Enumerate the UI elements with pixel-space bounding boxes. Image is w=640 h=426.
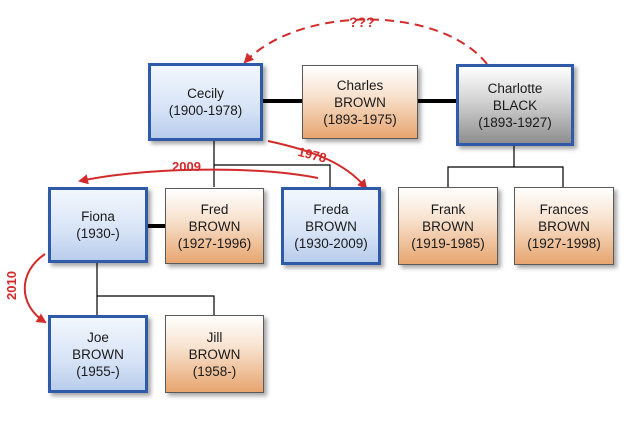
person-name: Charles [336, 77, 384, 93]
person-dates: (1955-) [76, 363, 120, 379]
person-box-fiona: Fiona (1930-) [48, 187, 148, 263]
person-box-charles: Charles BROWN (1893-1975) [302, 65, 418, 139]
person-box-jill: Jill BROWN (1958-) [165, 315, 264, 393]
person-dates: (1927-1996) [177, 235, 252, 251]
person-box-joe: Joe BROWN (1955-) [48, 315, 148, 393]
arrow-1978 [267, 140, 368, 190]
person-dates: (1927-1998) [527, 235, 601, 251]
person-name: Frances [539, 201, 589, 217]
person-dates: (1900-1978) [168, 103, 243, 118]
person-name: Jill [206, 329, 223, 345]
person-name: Charlotte [487, 80, 543, 96]
person-surname: BROWN [188, 346, 241, 362]
person-dates: (1930-2009) [294, 235, 368, 251]
person-dates: (1958-) [192, 363, 237, 379]
descent-line-fiona-children [96, 262, 215, 315]
person-box-fred: Fred BROWN (1927-1996) [165, 188, 264, 264]
person-surname: BROWN [72, 346, 124, 362]
person-name: Joe [87, 329, 109, 345]
person-surname: BROWN [334, 94, 386, 110]
unknown-relation-arrow [243, 18, 488, 65]
person-name: Frank [430, 201, 466, 217]
person-surname: BROWN [188, 218, 241, 234]
person-name: Fred [200, 201, 229, 217]
person-dates: (1930-) [76, 226, 120, 241]
person-surname: BROWN [305, 218, 357, 234]
person-name: Cecily [187, 86, 224, 101]
unknown-relation-label: ??? [349, 14, 375, 30]
person-box-frances: Frances BROWN (1927-1998) [514, 187, 614, 265]
year-2009-label: 2009 [172, 159, 201, 174]
person-dates: (1919-1985) [411, 235, 485, 251]
arrow-2009 [78, 168, 319, 185]
person-surname: BROWN [538, 218, 590, 234]
person-box-frank: Frank BROWN (1919-1985) [398, 187, 498, 265]
person-name: Fiona [81, 209, 115, 224]
person-surname: BLACK [492, 97, 538, 113]
person-name: Freda [313, 201, 349, 217]
person-box-cecily: Cecily (1900-1978) [148, 63, 263, 141]
person-box-freda: Freda BROWN (1930-2009) [281, 187, 381, 265]
person-surname: BROWN [422, 218, 474, 234]
person-box-charlotte: Charlotte BLACK (1893-1927) [456, 64, 574, 146]
person-dates: (1893-1927) [478, 114, 552, 130]
year-2010-label: 2010 [4, 271, 19, 300]
descent-line-charlotte-children [447, 146, 564, 187]
person-dates: (1893-1975) [323, 111, 397, 127]
arrow-2010 [23, 253, 47, 324]
